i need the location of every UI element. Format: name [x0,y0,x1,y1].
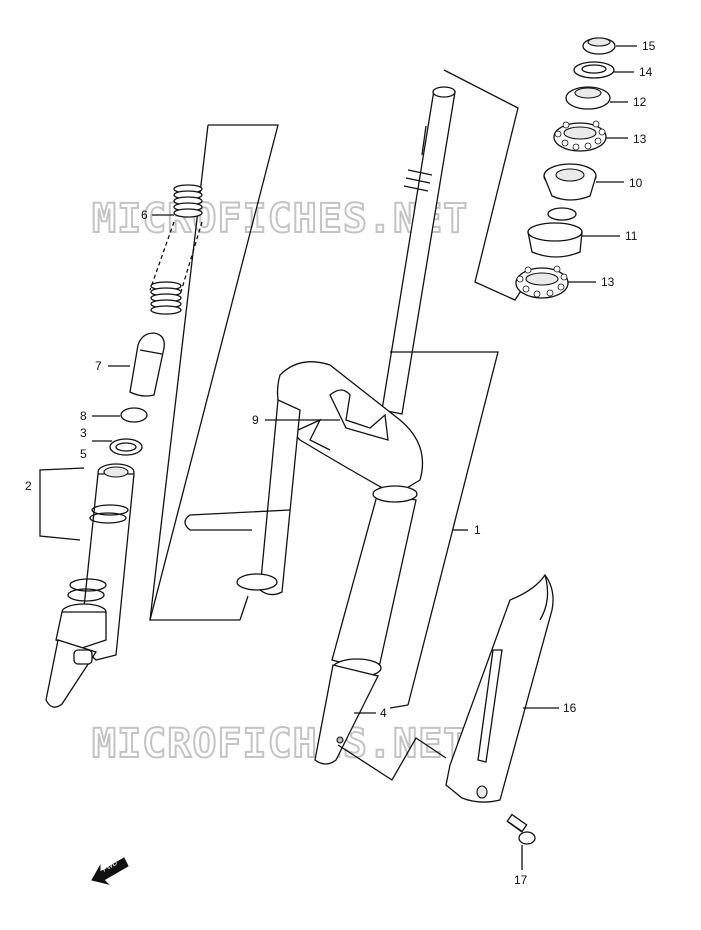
watermark-bottom: MICROFICHES.NET [92,721,468,767]
front-fork-main [184,86,456,765]
callout-17: 17 [514,873,528,887]
callout-16: 16 [563,701,577,715]
callout-3: 3 [80,426,87,440]
washer-14 [573,61,615,79]
callout-4: 4 [380,706,387,720]
fork-spring [149,184,203,315]
callout-labels: 15 14 12 13 10 11 13 6 7 8 3 5 2 9 1 4 1… [25,39,656,887]
ball-race-13-upper [553,120,607,152]
callout-13-upper: 13 [633,132,647,146]
callout-15: 15 [642,39,656,53]
circlip [109,438,143,456]
fwd-arrow-icon: FWD [91,857,129,885]
bearing-cone-11 [527,207,583,258]
callout-6: 6 [141,208,148,222]
steering-frame [443,69,529,301]
steering-nut-15 [582,37,616,55]
callout-1: 1 [474,523,481,537]
callout-11: 11 [625,229,638,243]
callout-7: 7 [95,359,102,373]
callout-8: 8 [80,409,87,423]
fork-frame-bottom [337,737,447,781]
watermark-top: MICROFICHES.NET [92,196,468,242]
callout-2: 2 [25,479,32,493]
oil-lock-cap [120,407,148,423]
callout-9: 9 [252,413,259,427]
bearing-cup-10 [543,163,597,201]
spring-seat [129,332,165,397]
bracket-2 [39,467,85,541]
race-nut-12 [565,86,611,110]
callout-14: 14 [639,65,653,79]
fork-cover-16 [445,573,554,803]
leader-lines [92,45,637,870]
screw-17 [506,813,536,845]
fork-frame-right [390,351,499,706]
fork-inner-tube [45,463,135,708]
callout-12: 12 [633,95,647,109]
callout-10: 10 [629,176,643,190]
ball-race-13-lower [515,265,569,299]
callout-5: 5 [80,447,87,461]
callout-13-lower: 13 [601,275,615,289]
